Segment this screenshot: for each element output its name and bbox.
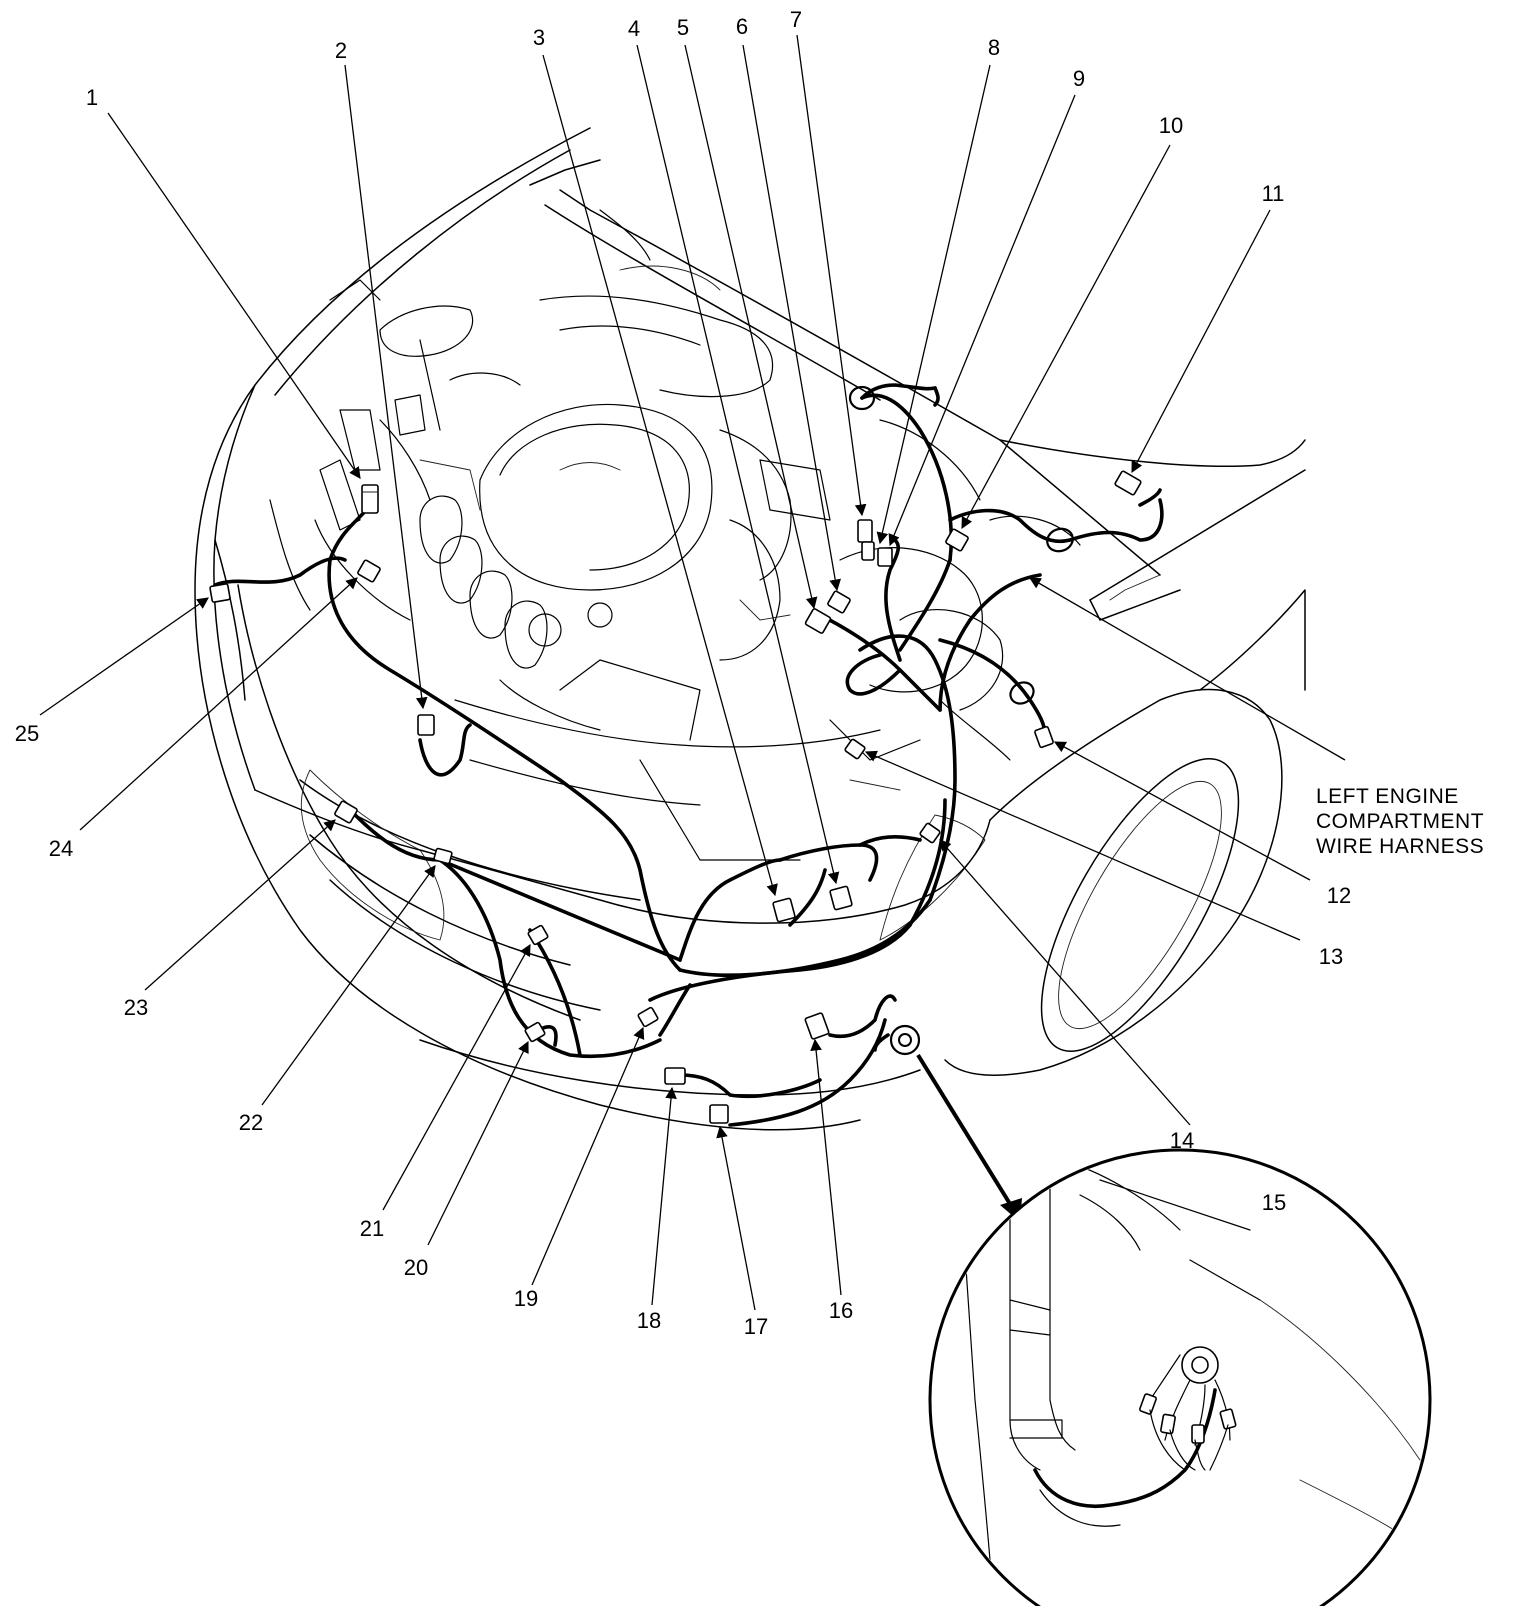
callout-25: 25	[15, 721, 39, 746]
detail-pointer-arrow	[916, 1053, 1017, 1214]
leader-6	[742, 44, 841, 592]
connector-17	[709, 1104, 729, 1124]
connector-21	[527, 924, 549, 946]
leader-13	[864, 750, 1301, 941]
connector-9	[945, 528, 969, 552]
leader-25	[39, 597, 209, 716]
leader-2	[344, 64, 428, 710]
callout-17: 17	[744, 1314, 768, 1339]
leader-22	[261, 865, 436, 1106]
engine-bay-detail	[269, 209, 1081, 861]
callout-14: 14	[1170, 1128, 1194, 1153]
ground-detail-inset	[928, 1148, 1432, 1611]
connector-5	[804, 608, 832, 634]
connector-2	[417, 714, 435, 736]
leader-1	[107, 112, 361, 479]
callout-labels: 1 2 3 4 5 6 7 8 9 10 11 12 13 14 15 16 1…	[15, 7, 1351, 1339]
callout-9: 9	[1073, 66, 1085, 91]
connector-25	[209, 583, 231, 603]
connector-13	[844, 738, 866, 760]
connector-11	[1114, 470, 1142, 496]
connector-1	[361, 484, 379, 514]
callout-6: 6	[736, 14, 748, 39]
callout-23: 23	[124, 995, 148, 1020]
connector-12	[1034, 725, 1054, 749]
harness-caption-line3: WIRE HARNESS	[1316, 835, 1484, 858]
callout-15: 15	[1262, 1190, 1286, 1215]
connector-16	[804, 1012, 830, 1040]
harness-caption-line2: COMPARTMENT	[1316, 810, 1484, 833]
callout-24: 24	[49, 836, 73, 861]
callout-10: 10	[1159, 113, 1183, 138]
leader-5	[684, 44, 818, 610]
callout-11: 11	[1262, 181, 1285, 206]
vehicle-body-outline	[194, 127, 1306, 1131]
connector-18	[664, 1067, 686, 1085]
harness-caption: LEFT ENGINE COMPARTMENT WIRE HARNESS	[1316, 785, 1484, 858]
wire-harness	[213, 383, 1164, 1127]
leader-23	[144, 819, 336, 991]
leader-11	[1131, 209, 1271, 474]
leader-14	[939, 839, 1191, 1126]
harness-caption-line1: LEFT ENGINE	[1316, 785, 1459, 808]
callout-3: 3	[533, 25, 545, 50]
connector-22	[433, 847, 453, 865]
grommets	[848, 385, 1074, 1056]
callout-5: 5	[677, 15, 689, 40]
leader-17	[716, 1125, 756, 1311]
connector-7	[857, 519, 875, 561]
connector-6	[827, 590, 851, 614]
callout-13: 13	[1319, 944, 1343, 969]
leader-harness	[1028, 577, 1346, 761]
leader-12	[1053, 741, 1311, 881]
leader-19	[531, 1026, 645, 1286]
leader-18	[651, 1086, 677, 1306]
leader-24	[79, 577, 358, 831]
callout-7: 7	[790, 7, 802, 32]
callout-22: 22	[239, 1110, 263, 1135]
connector-23	[334, 800, 358, 824]
connector-20	[524, 1021, 546, 1043]
connector-4	[829, 885, 853, 911]
callout-8: 8	[988, 35, 1000, 60]
leader-9	[888, 94, 1076, 547]
connector-3	[772, 897, 796, 923]
connector-14	[919, 822, 941, 844]
leader-10	[961, 144, 1171, 530]
leader-21	[382, 943, 531, 1211]
connector-24	[357, 559, 381, 583]
leader-3	[542, 54, 778, 897]
callout-21: 21	[360, 1216, 384, 1241]
leader-lines	[39, 34, 1346, 1346]
callout-18: 18	[637, 1308, 661, 1333]
callout-19: 19	[514, 1286, 538, 1311]
connector-8	[877, 547, 893, 567]
callout-1: 1	[86, 85, 98, 110]
leader-4	[636, 44, 840, 885]
callout-12: 12	[1327, 883, 1351, 908]
callout-20: 20	[404, 1255, 428, 1280]
callout-4: 4	[628, 16, 640, 41]
leader-8	[876, 64, 991, 545]
leader-20	[427, 1040, 529, 1246]
connector-19	[637, 1006, 659, 1028]
connectors	[209, 470, 1142, 1124]
leader-16	[810, 1038, 842, 1296]
callout-16: 16	[829, 1298, 853, 1323]
callout-2: 2	[335, 38, 347, 63]
leader-7	[796, 34, 867, 517]
